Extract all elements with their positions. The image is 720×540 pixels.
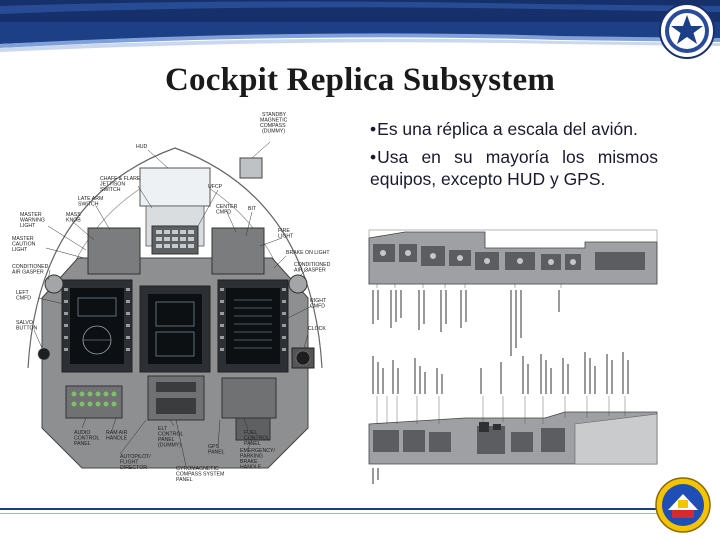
institution-emblem-icon [654,476,712,534]
footer-divider-accent [0,513,660,514]
label-bit: BIT [248,206,257,212]
bullet-list: •Es una réplica a escala del avión. •Usa… [370,118,658,196]
label-hud: HUD [136,144,147,150]
star-emblem-icon [658,2,716,60]
label-clock: CLOCK [308,326,326,332]
bullet-item: •Usa en su mayoría los mismos equipos, e… [370,147,658,189]
page-title: Cockpit Replica Subsystem [164,62,556,98]
footer-divider [0,508,660,510]
side-console-diagram [365,228,661,486]
label-brake-on: BRAKE ON LIGHT [286,250,330,256]
top-banner [0,0,720,54]
bullet-item: •Es una réplica a escala del avión. [370,119,638,139]
label-ufcp: UFCP [208,184,223,190]
